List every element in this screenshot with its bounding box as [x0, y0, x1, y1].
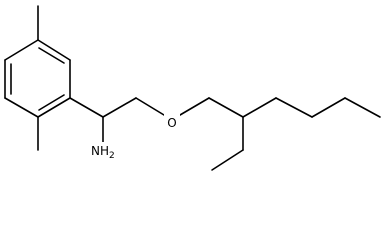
ring-to-ch-bond — [69, 97, 104, 118]
ch-to-ch2-bond — [102, 97, 137, 118]
o-to-ch2-bond — [179, 97, 210, 116]
molecule-structure: O NH2 — [4, 5, 381, 171]
ring-bond-4 — [4, 97, 39, 118]
amine-atom-label: NH2 — [91, 144, 115, 161]
ch2-to-o-bond — [135, 97, 165, 116]
butyl-bond-2 — [275, 97, 313, 118]
ring-bond-6 — [4, 39, 39, 61]
ring-double-bond-1 — [38, 47, 65, 64]
butyl-bond-1 — [242, 97, 277, 118]
butyl-bond-3 — [311, 97, 346, 118]
ch2-to-ch-bond — [208, 97, 244, 118]
ring-bond-3 — [37, 97, 71, 118]
ethyl-bond-2 — [211, 149, 244, 171]
amine-label-main: NH — [91, 144, 109, 158]
ring-double-bond-2 — [38, 94, 65, 111]
butyl-bond-4 — [344, 97, 381, 118]
oxygen-atom-label: O — [167, 116, 176, 130]
amine-label-subscript: 2 — [109, 151, 115, 161]
benzene-ring — [4, 39, 71, 118]
ring-bond-1 — [37, 39, 71, 61]
